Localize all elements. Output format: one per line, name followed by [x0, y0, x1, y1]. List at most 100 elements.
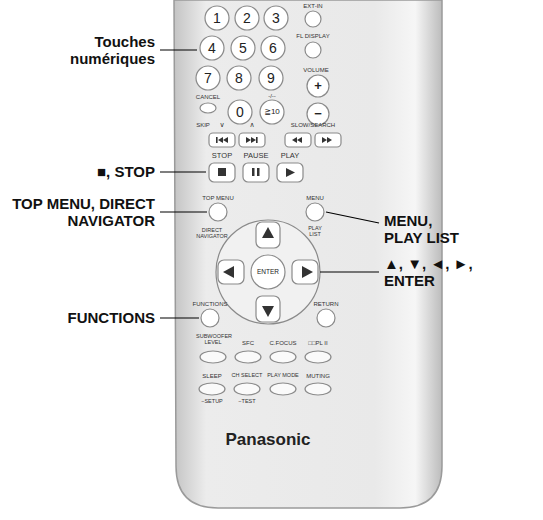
key-label: SUBWOOFER LEVEL — [196, 334, 230, 346]
icon — [322, 137, 327, 143]
key — [277, 163, 303, 182]
key-label: □□PL II — [301, 340, 335, 346]
key-label: VOLUME — [299, 67, 333, 73]
key-digit: 1 — [207, 11, 227, 26]
key-label: DIRECT NAVIGATOR — [194, 228, 230, 240]
key-digit: 0 — [230, 105, 250, 120]
key — [251, 255, 285, 289]
number-keys — [196, 6, 329, 125]
key — [305, 11, 321, 27]
key-label: ∨ — [217, 121, 227, 128]
key — [196, 66, 220, 90]
key-label: −TEST — [232, 399, 262, 405]
icon — [252, 168, 255, 176]
key-digit: 6 — [263, 41, 283, 56]
callout-label: ▲, ▼, ◄, ►, ENTER — [384, 255, 484, 290]
leader-line — [160, 211, 207, 212]
key — [305, 383, 331, 395]
icon — [327, 137, 332, 143]
leader-line — [160, 49, 197, 50]
key — [307, 103, 329, 125]
key-label: SKIP — [194, 122, 212, 128]
key-label: MUTING — [301, 373, 335, 379]
key — [205, 6, 229, 30]
icon — [297, 137, 302, 143]
key — [305, 42, 321, 58]
key-label: − — [310, 107, 326, 121]
key — [218, 260, 244, 284]
icon — [223, 137, 228, 143]
key — [260, 100, 284, 124]
key-label: SFC — [233, 340, 263, 346]
key — [317, 309, 335, 327]
key — [270, 351, 296, 363]
key — [285, 133, 311, 147]
key-label: EXT-IN — [298, 3, 328, 9]
key-label: PLAY MODE — [266, 373, 300, 379]
brand-logo: Panasonic — [213, 431, 323, 449]
key — [231, 36, 255, 60]
key-label: ∧ — [247, 121, 257, 128]
key — [259, 66, 283, 90]
icon — [218, 168, 226, 176]
leader-lines — [160, 50, 379, 318]
key — [292, 260, 318, 284]
key-label: MENU — [300, 195, 330, 201]
key-digit: 5 — [233, 41, 253, 56]
icon — [216, 137, 218, 143]
callout-label: Touches numériques — [45, 33, 155, 68]
key — [209, 133, 235, 147]
key-label: + — [310, 79, 326, 93]
key-label: FUNCTIONS — [190, 301, 230, 307]
key — [199, 383, 225, 395]
key — [256, 296, 280, 322]
icon — [262, 306, 274, 317]
key — [235, 6, 259, 30]
key-label: ENTER — [253, 269, 283, 276]
key-digit: ≧10 — [261, 108, 283, 116]
key-label: PAUSE — [241, 152, 271, 160]
icon — [257, 168, 260, 176]
leader-line — [160, 171, 206, 172]
callout-label: FUNCTIONS — [45, 309, 155, 326]
icon — [302, 266, 313, 278]
key-digit: 8 — [229, 71, 249, 86]
key — [209, 163, 235, 182]
key-digit: 3 — [266, 11, 286, 26]
key-label: RETURN — [309, 301, 343, 307]
key — [307, 75, 329, 97]
key — [305, 351, 331, 363]
key-label: -/-- — [260, 93, 284, 99]
key — [209, 203, 227, 221]
key — [235, 351, 261, 363]
key-digit: 9 — [261, 71, 281, 86]
icon — [292, 137, 297, 143]
key — [261, 36, 285, 60]
icon — [246, 137, 251, 143]
key — [264, 6, 288, 30]
leader-line — [160, 317, 199, 318]
key — [243, 163, 269, 182]
icon — [286, 168, 295, 177]
key — [270, 383, 296, 395]
key — [306, 203, 324, 221]
icon — [256, 137, 258, 143]
key-label: −SETUP — [197, 399, 227, 405]
key — [227, 66, 251, 90]
key-label: STOP — [207, 152, 237, 160]
callout-label: TOP MENU, DIRECT NAVIGATOR — [5, 195, 155, 230]
leader-line — [320, 271, 379, 272]
key — [315, 133, 341, 147]
key-digit: 2 — [237, 11, 257, 26]
key — [200, 103, 216, 113]
cursor-pad — [216, 220, 320, 324]
callout-label: MENU, PLAY LIST — [384, 212, 474, 247]
key-label: CANCEL — [193, 94, 223, 100]
icon — [262, 227, 274, 238]
callout-label: ■, STOP — [45, 163, 155, 180]
key-label: PLAY — [275, 152, 305, 160]
icon — [251, 137, 256, 143]
key-label: SLEEP — [195, 373, 229, 379]
key — [228, 100, 252, 124]
